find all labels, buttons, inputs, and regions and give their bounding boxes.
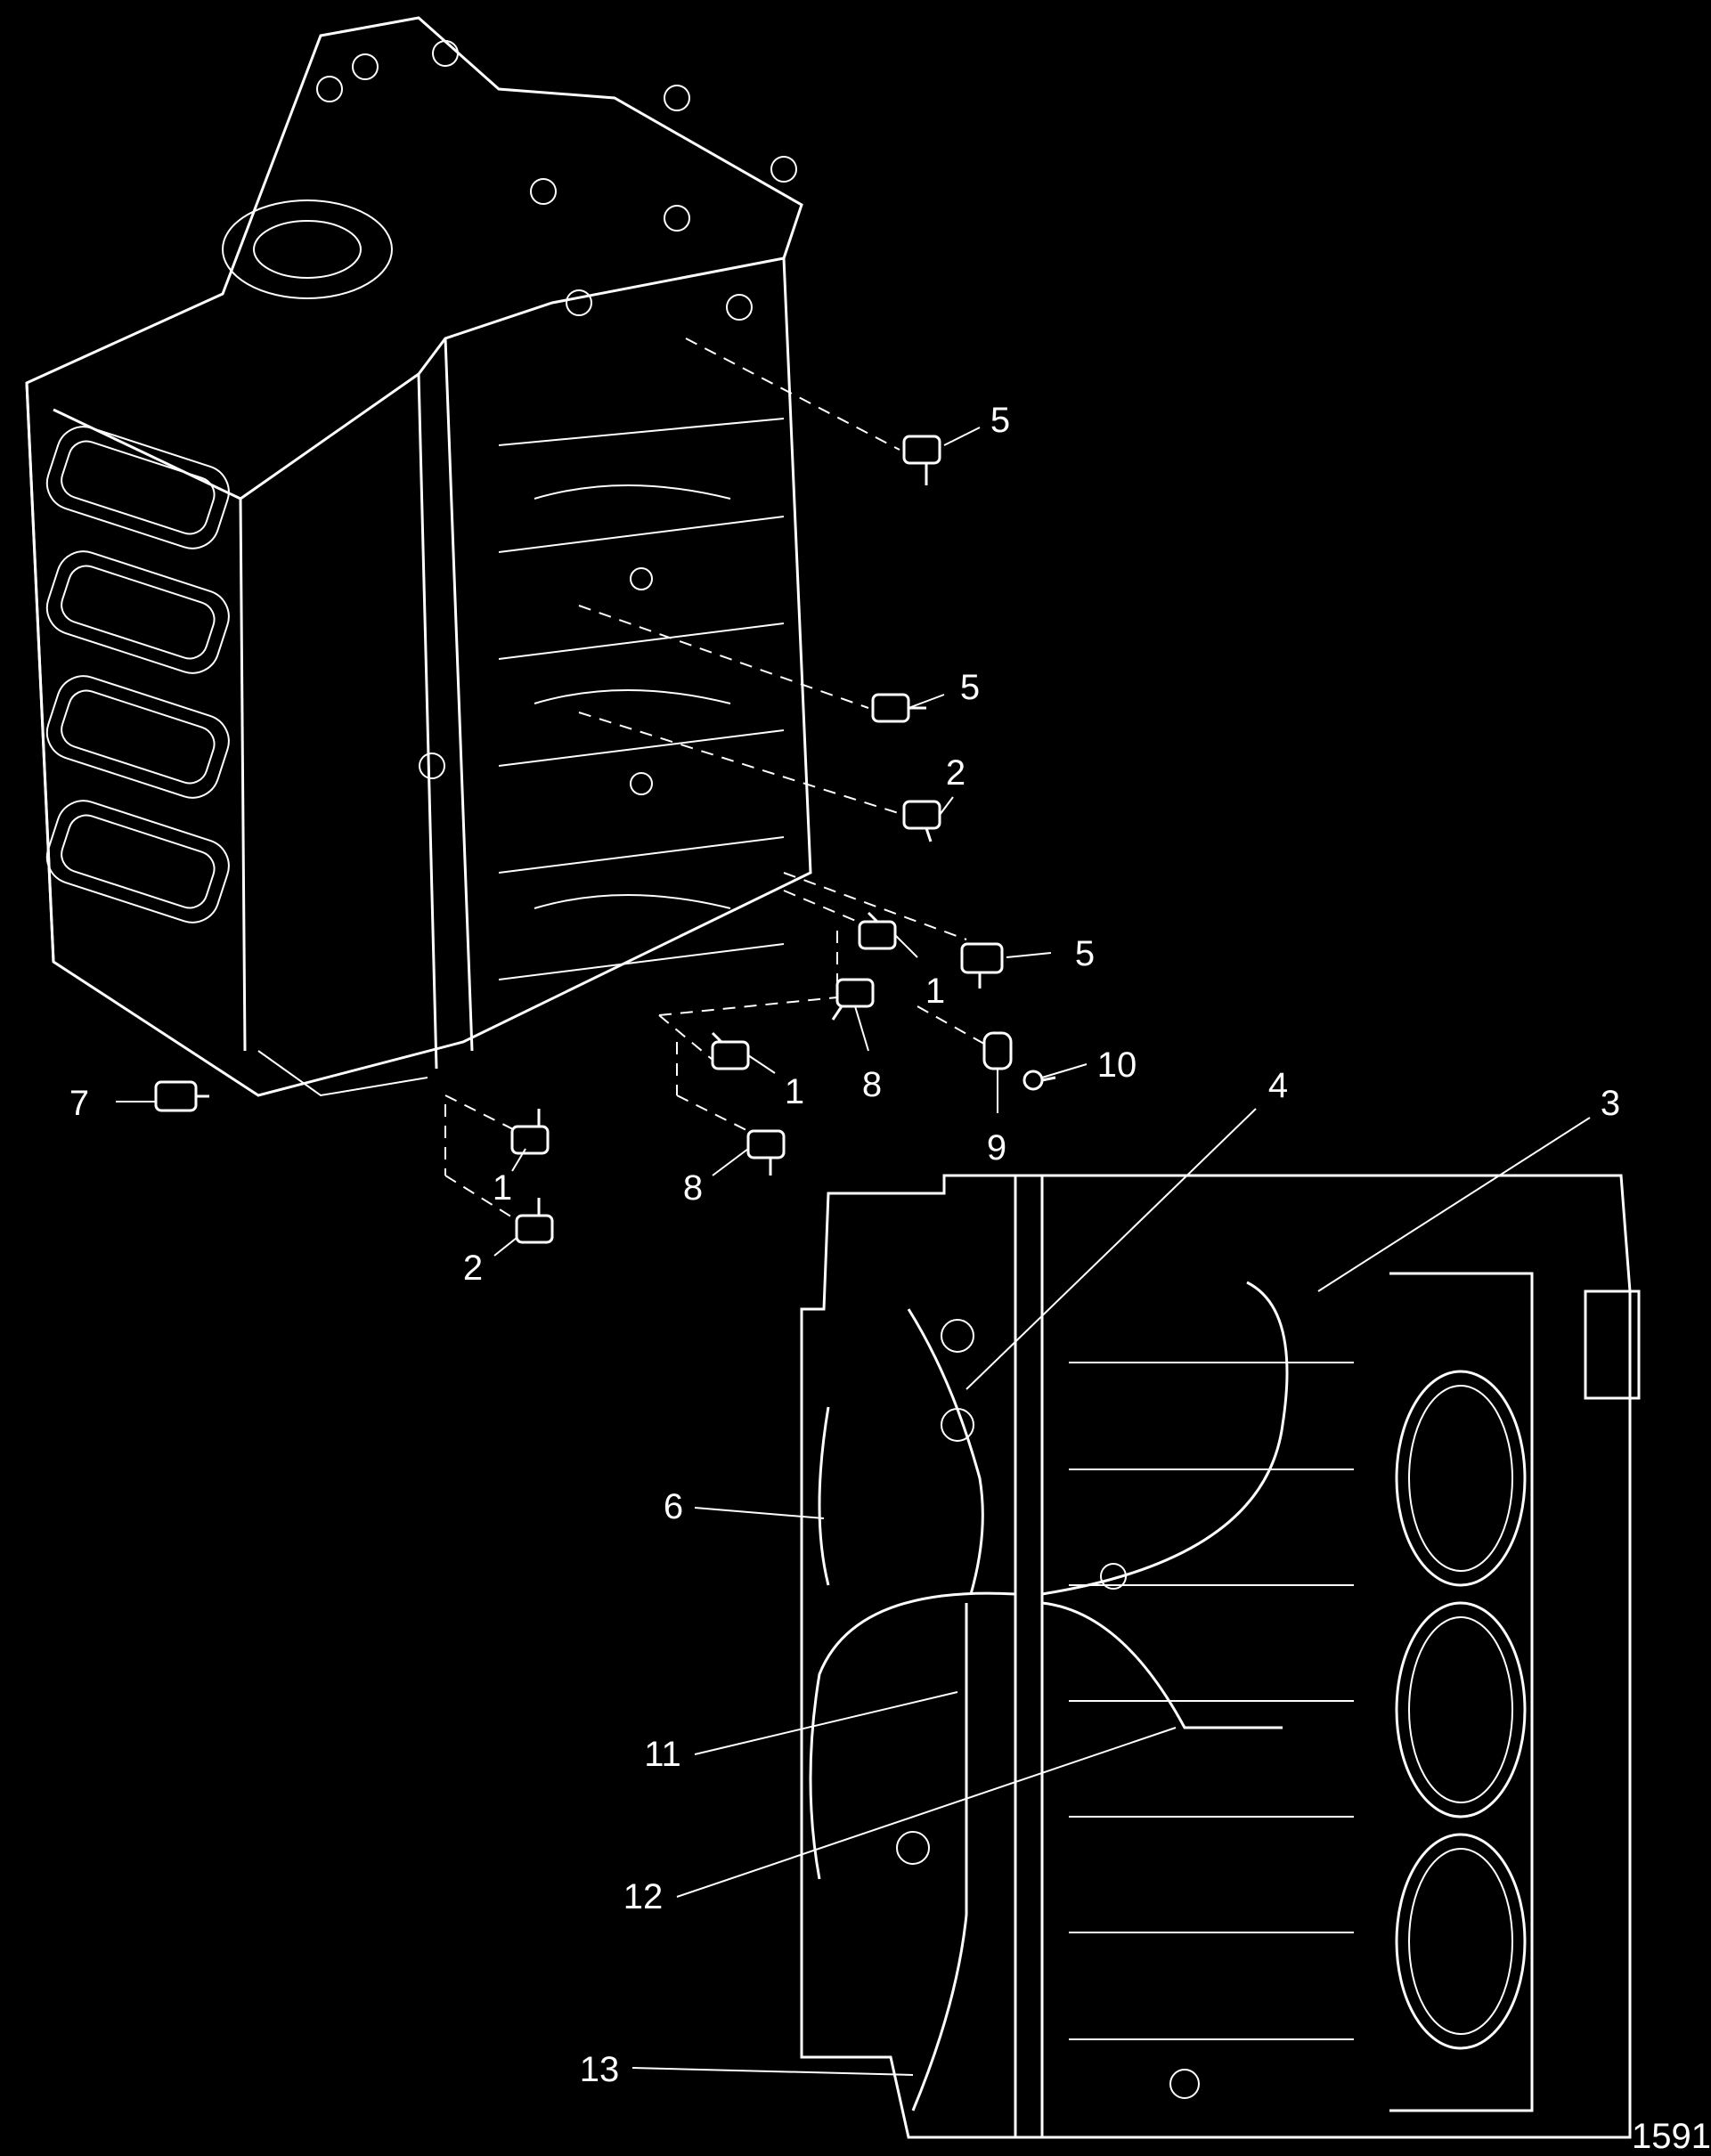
fitting-1b	[711, 1031, 750, 1070]
fitting-5c	[960, 942, 1004, 989]
fitting-5b	[871, 693, 926, 723]
fitting-2b	[515, 1198, 554, 1244]
callout-8: 8	[861, 1065, 883, 1104]
callout-12: 12	[623, 1877, 664, 1916]
cylinder-block-side	[800, 1174, 1641, 2139]
callout-1: 1	[492, 1168, 513, 1208]
callout-2: 2	[945, 753, 966, 793]
fitting-7	[154, 1080, 209, 1112]
callout-1: 1	[784, 1072, 805, 1111]
callout-6: 6	[663, 1487, 684, 1526]
callout-5: 5	[1074, 934, 1096, 973]
clamp-9	[982, 1031, 1013, 1070]
fitting-8a	[831, 978, 875, 1021]
fitting-5a	[902, 435, 941, 485]
fittings	[154, 435, 1056, 1244]
screw-10	[1023, 1070, 1056, 1091]
leader-lines	[116, 427, 1591, 2076]
callout-10: 10	[1096, 1045, 1137, 1085]
callout-7: 7	[69, 1084, 90, 1123]
cylinder-block-isometric	[25, 16, 812, 1097]
fitting-2a	[902, 800, 941, 842]
fitting-1a	[858, 911, 897, 950]
callout-1: 1	[925, 972, 946, 1011]
callout-8: 8	[682, 1168, 704, 1208]
assembly-lines	[444, 338, 990, 1221]
callout-13: 13	[579, 2050, 620, 2089]
callout-9: 9	[986, 1128, 1007, 1167]
callout-5: 5	[959, 668, 981, 707]
callout-4: 4	[1267, 1066, 1289, 1105]
callout-5: 5	[990, 401, 1011, 440]
fitting-1c	[510, 1109, 550, 1155]
callout-3: 3	[1600, 1084, 1621, 1123]
callout-11: 11	[644, 1735, 681, 1774]
callout-2: 2	[462, 1249, 484, 1288]
fitting-8b	[746, 1129, 786, 1176]
figure-reference-number: 1591	[1632, 2117, 1711, 2156]
